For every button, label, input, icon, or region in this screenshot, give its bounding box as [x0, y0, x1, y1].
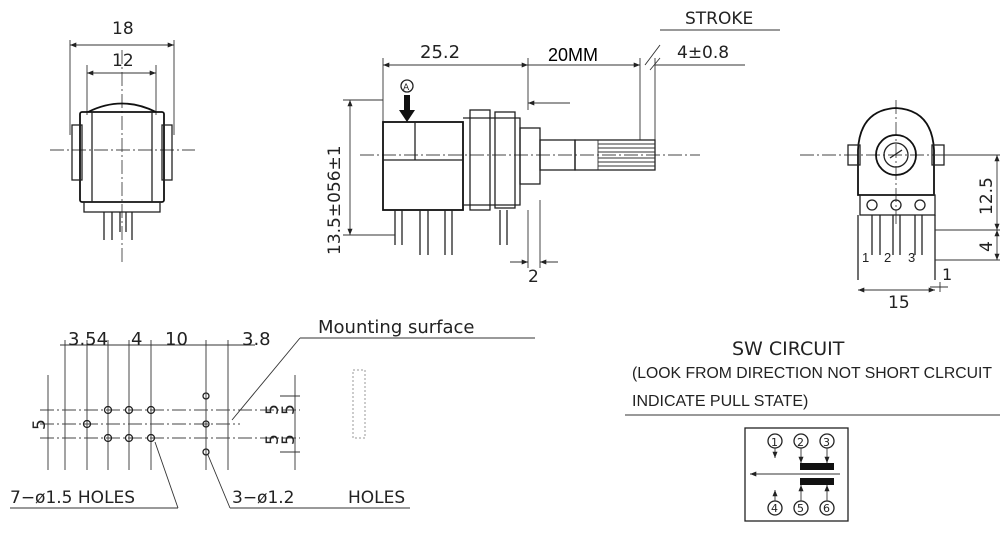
pcb-dim-5-r2: 5 — [279, 404, 299, 415]
dim-18-label: 18 — [112, 19, 134, 39]
pcb-dim-3-8: 3.8 — [242, 329, 271, 350]
dim-1-label: 1 — [942, 265, 952, 284]
pcb-dim-5-r1: 5 — [263, 404, 283, 415]
holes-7-label: 7−ø1.5 HOLES — [10, 488, 135, 508]
front-view — [50, 40, 195, 265]
dim-12-5-label: 12.5 — [977, 177, 997, 215]
pcb-dim-5-r4: 5 — [279, 434, 299, 445]
sw-circuit-note-2: INDICATE PULL STATE) — [632, 393, 808, 410]
dim-25-2-label: 25.2 — [420, 42, 460, 63]
sw-circuit-note-1: (LOOK FROM DIRECTION NOT SHORT CLRCUIT — [632, 365, 992, 382]
pcb-dim-5-r3: 5 — [263, 434, 283, 445]
sw-circuit-title: SW CIRCUIT — [732, 338, 845, 360]
sw-terminal-2: 2 — [797, 436, 804, 449]
holes-3-label: 3−ø1.2 — [232, 488, 295, 508]
knurl-lines — [598, 143, 655, 167]
pcb-dim-4: 4 — [131, 329, 142, 350]
pcb-layout — [10, 337, 535, 509]
pcb-dim-3-54: 3.54 — [68, 329, 108, 350]
pin-3-label: 3 — [908, 250, 915, 265]
sw-terminal-3: 3 — [823, 436, 830, 449]
pin-1-label: 1 — [862, 250, 869, 265]
dim-12-label: 12 — [112, 51, 134, 71]
sw-terminal-4: 4 — [771, 502, 778, 515]
side-view — [343, 29, 780, 268]
sw-terminal-6: 6 — [823, 502, 830, 515]
rear-view — [800, 100, 1000, 293]
holes-3b-label: HOLES — [348, 488, 405, 508]
dim-13-5-label: 13.5±056±1 — [325, 145, 345, 255]
arrow-a-label: A — [403, 83, 410, 93]
sw-terminal-1: 1 — [771, 436, 778, 449]
dim-4-label: 4±0.8 — [677, 43, 729, 63]
pcb-dim-10: 10 — [165, 329, 188, 350]
pin-2-label: 2 — [884, 250, 891, 265]
dim-15-label: 15 — [888, 293, 910, 313]
sw-circuit-diagram — [744, 427, 849, 522]
dim-20mm-label: 20MM — [548, 45, 598, 65]
pcb-holes — [82, 392, 210, 456]
sw-terminal-5: 5 — [797, 502, 804, 515]
pcb-dim-5-left: 5 — [30, 419, 50, 430]
stroke-label: STROKE — [685, 9, 753, 29]
dim-4-rear-label: 4 — [977, 241, 997, 252]
dim-2-label: 2 — [528, 267, 539, 287]
mounting-surface-label: Mounting surface — [318, 317, 475, 338]
